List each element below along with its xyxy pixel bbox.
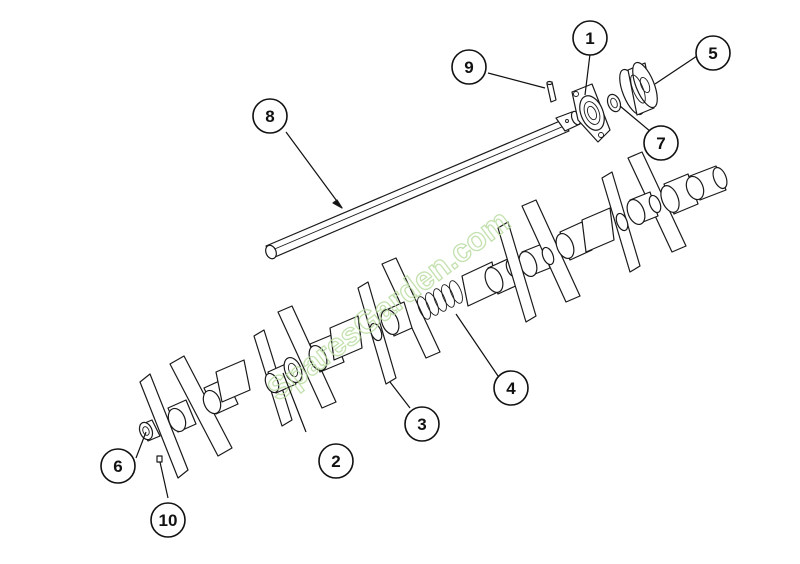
set-screw-part-10	[156, 455, 163, 463]
spacer-part-2	[264, 356, 303, 394]
callout-number: 10	[159, 511, 178, 530]
end-hub	[660, 165, 728, 215]
callout-number: 3	[417, 415, 426, 434]
hub-spacer	[167, 399, 197, 433]
callout-number: 5	[708, 44, 717, 63]
callout-number: 6	[113, 457, 122, 476]
blade	[277, 305, 337, 409]
mounting-plate	[215, 359, 251, 403]
callout-number: 4	[506, 379, 516, 398]
bearing-flange-part-1	[571, 83, 611, 143]
collar-part-6	[138, 419, 161, 442]
callout-6: 6	[100, 448, 136, 484]
callout-8: 8	[252, 98, 288, 134]
blade	[139, 373, 189, 479]
blade	[169, 355, 233, 457]
callout-2: 2	[318, 443, 354, 479]
callout-number: 8	[265, 107, 274, 126]
mounting-plate	[581, 207, 615, 253]
pin-part-9	[546, 80, 557, 103]
callout-number: 9	[464, 58, 473, 77]
pulley-part-5	[619, 61, 658, 116]
mounting-plate	[329, 315, 363, 361]
callout-1: 1	[572, 20, 608, 56]
leader-lines	[135, 53, 698, 499]
callout-3: 3	[404, 406, 440, 442]
callout-10: 10	[150, 502, 186, 538]
shaft-part-8	[265, 110, 582, 260]
hub-spacer	[615, 191, 662, 232]
callout-number: 7	[656, 134, 665, 153]
callout-number: 1	[585, 29, 594, 48]
blade	[497, 221, 537, 323]
callout-5: 5	[695, 35, 731, 71]
callout-9: 9	[451, 49, 487, 85]
callout-number: 2	[331, 452, 340, 471]
blade-assembly	[138, 151, 728, 479]
callout-7: 7	[643, 125, 679, 161]
hub-spacer	[369, 301, 413, 342]
callout-4: 4	[493, 370, 529, 406]
spring-part-4	[417, 280, 463, 320]
washer-part-7	[606, 93, 622, 113]
